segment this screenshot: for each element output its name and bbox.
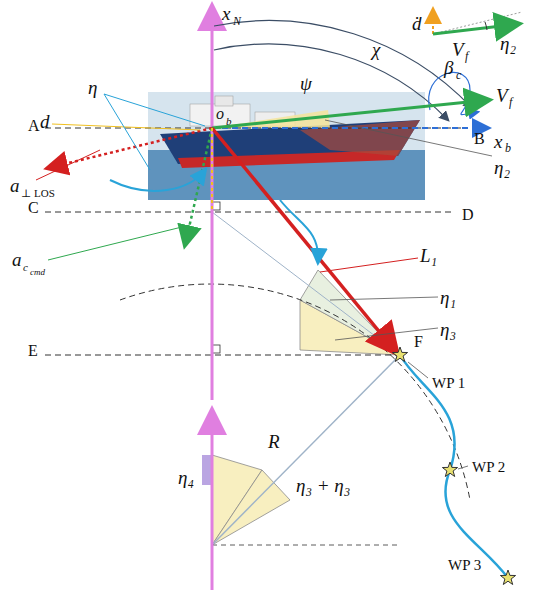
point-label: A bbox=[28, 118, 40, 134]
vector-label: a bbox=[12, 250, 22, 269]
axis-label: x bbox=[222, 4, 230, 23]
waypoint-label: WP 1 bbox=[432, 376, 465, 391]
subscript: ⊥ LOS bbox=[21, 188, 55, 199]
waypoint-label: WP 3 bbox=[448, 558, 481, 573]
subscript: N bbox=[233, 15, 241, 27]
waypoint-label: WP 2 bbox=[472, 460, 505, 475]
distance-label: d bbox=[40, 112, 50, 131]
angle-label: η₂ bbox=[494, 158, 510, 177]
vector-label: V bbox=[496, 86, 508, 105]
angle-label: η₄ bbox=[178, 468, 194, 487]
rate-label: ḋ bbox=[412, 14, 422, 33]
axis-label: x bbox=[494, 132, 502, 151]
angle-label: η₂ bbox=[500, 34, 516, 53]
subscript: b bbox=[226, 116, 232, 127]
angle-label: β bbox=[444, 58, 453, 77]
point-label: C bbox=[28, 200, 39, 216]
subscript: c bbox=[456, 69, 461, 81]
angle-label: η₃ + η₃ bbox=[296, 476, 350, 495]
angle-label: η₁ bbox=[440, 288, 456, 307]
subscript: f bbox=[465, 50, 468, 62]
point-label: B bbox=[474, 131, 485, 147]
point-label: E bbox=[28, 343, 38, 359]
subscript: f bbox=[509, 96, 512, 108]
subscript: cmd bbox=[30, 268, 45, 277]
angle-label: η₃ bbox=[440, 320, 456, 339]
length-label: L₁ bbox=[420, 246, 437, 265]
angle-label: χ bbox=[372, 40, 380, 59]
point-label: D bbox=[462, 207, 474, 223]
vector-label: a bbox=[10, 176, 20, 195]
angle-label: η bbox=[88, 78, 97, 97]
point-label: F bbox=[414, 334, 423, 350]
radius-label: R bbox=[268, 432, 280, 451]
subscript: c bbox=[23, 262, 28, 273]
angle-label: ψ bbox=[300, 74, 312, 93]
subscript: b bbox=[505, 142, 511, 154]
origin-label: o bbox=[216, 106, 224, 122]
vector-label: V bbox=[452, 40, 464, 59]
